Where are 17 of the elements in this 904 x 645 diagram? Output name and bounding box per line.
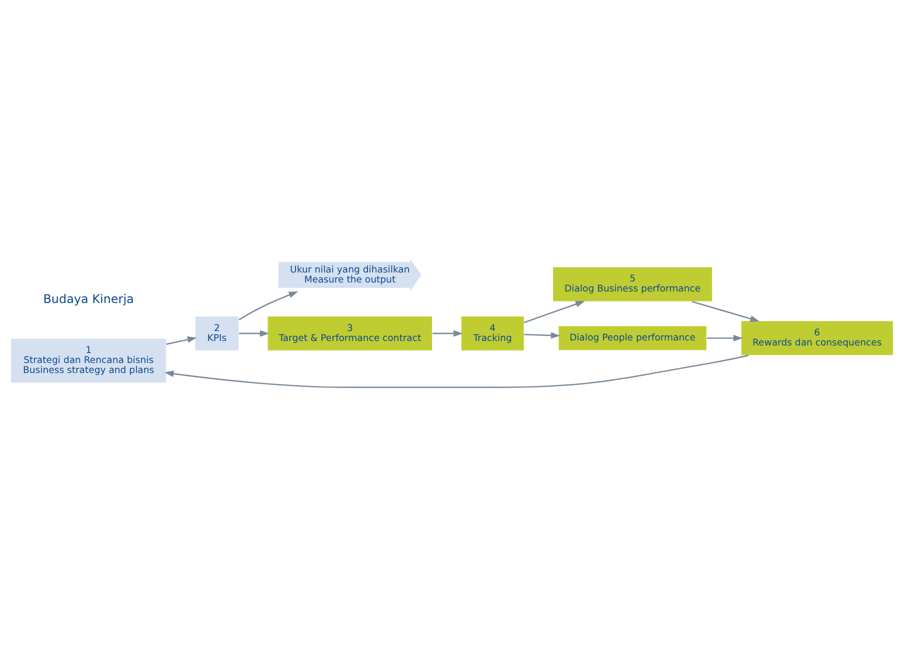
node-box: 3 Target & Performance contract: [267, 316, 433, 352]
node-box: 4 Tracking: [460, 316, 524, 352]
label: Budaya Kinerja: [43, 292, 134, 306]
arrow: [239, 330, 270, 337]
arrow: [524, 300, 585, 324]
arrow: [166, 336, 197, 345]
arrow: [164, 354, 749, 388]
node-box: 6 Rewards dan consequences: [740, 320, 894, 356]
arrow: [706, 334, 743, 342]
node-box: 5 Dialog Business performance: [552, 266, 713, 302]
node-box: Dialog People performance: [558, 326, 708, 351]
node-box: 1 Strategi dan Rencana bisnis Business strategy and plans: [10, 338, 167, 384]
arrow: [692, 300, 760, 322]
arrow: [238, 292, 298, 320]
node-box: 2 KPIs: [194, 316, 240, 352]
arrow: [524, 332, 560, 339]
arrow: [432, 330, 463, 337]
